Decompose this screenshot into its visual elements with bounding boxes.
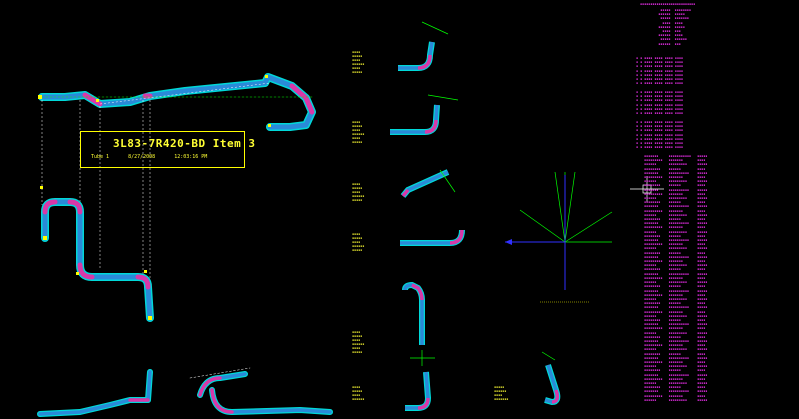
tube-spec-list: ▪▪▪▪▪ ▪▪▪▪▪▪▪▪ ▪▪▪▪▪▪ ▪▪▪▪▪ ▪▪▪▪▪ ▪▪▪▪▪▪… xyxy=(658,8,691,46)
bend-detail-7-notes: ▪▪▪▪▪ ▪▪▪▪▪▪ ▪▪▪▪ ▪▪▪▪▪▪▪ xyxy=(494,385,509,402)
lra-table: ▪ ▪ ▪▪▪▪ ▪▪▪▪ ▪▪▪▪ ▪▪▪▪ ▪ ▪ ▪▪▪▪ ▪▪▪▪ ▪▪… xyxy=(636,90,683,116)
bend-angle-table: ▪ ▪ ▪▪▪▪ ▪▪▪▪ ▪▪▪▪ ▪▪▪▪ ▪ ▪ ▪▪▪▪ ▪▪▪▪ ▪▪… xyxy=(636,120,683,150)
crosshair-cursor-icon xyxy=(630,176,664,202)
tube-top-view xyxy=(38,73,316,131)
drawing-time: 12:03:16 PM xyxy=(174,154,208,160)
bend-detail-3 xyxy=(400,169,456,198)
bend-detail-2-notes: ▪▪▪▪ ▪▪▪▪▪ ▪▪▪▪ ▪▪▪▪▪▪ ▪▪▪▪ ▪▪▪▪▪ xyxy=(352,120,365,145)
bend-detail-6 xyxy=(405,371,432,411)
end-markers xyxy=(38,75,271,320)
tube-side-view xyxy=(41,198,154,322)
bend-detail-4-notes: ▪▪▪▪ ▪▪▪▪▪ ▪▪▪▪ ▪▪▪▪▪▪ ▪▪▪▪▪ xyxy=(352,232,365,253)
bend-detail-6-notes: ▪▪▪▪ ▪▪▪▪▪ ▪▪▪▪ ▪▪▪▪▪▪ xyxy=(352,385,365,402)
bend-data-table-header: ▪▪▪▪▪▪▪▪▪▪▪▪▪▪▪▪▪▪▪▪▪▪▪▪▪▪▪ xyxy=(640,2,696,6)
drawing-title-block: 3L83-7R420-BD Item 3 Tube 1 8/27/2008 12… xyxy=(80,131,255,168)
xyz-coordinate-table: ▪ ▪ ▪▪▪▪ ▪▪▪▪ ▪▪▪▪ ▪▪▪▪ ▪ ▪ ▪▪▪▪ ▪▪▪▪ ▪▪… xyxy=(636,56,683,86)
tube-bottom-left xyxy=(37,369,153,417)
bend-detail-1 xyxy=(398,21,449,71)
drawing-title: 3L83-7R420-BD Item 3 xyxy=(113,137,256,150)
axis-orientation-diagram xyxy=(505,171,613,303)
tube-bottom-center xyxy=(189,367,333,415)
bend-detail-1-notes: ▪▪▪▪ ▪▪▪▪▪ ▪▪▪▪ ▪▪▪▪▪▪ ▪▪▪▪ ▪▪▪▪▪ xyxy=(352,50,365,75)
inspection-notes-list: ▪▪▪▪▪▪▪ ▪▪▪▪▪▪▪▪▪▪▪ ▪▪▪▪▪ ▪▪▪▪▪▪▪▪▪ ▪▪▪▪… xyxy=(644,154,708,402)
bend-detail-3-notes: ▪▪▪▪ ▪▪▪▪▪ ▪▪▪▪ ▪▪▪▪▪▪ ▪▪▪▪▪ xyxy=(352,182,365,203)
bend-detail-4 xyxy=(400,229,465,246)
tube-label: Tube 1 xyxy=(91,154,110,160)
bend-detail-5 xyxy=(402,281,435,366)
bend-detail-7 xyxy=(541,351,561,406)
bend-detail-2 xyxy=(390,94,459,135)
drawing-date: 8/27/2008 xyxy=(128,154,156,160)
bend-detail-5-notes: ▪▪▪▪ ▪▪▪▪▪ ▪▪▪▪ ▪▪▪▪▪▪ ▪▪▪▪ ▪▪▪▪▪ xyxy=(352,330,365,355)
